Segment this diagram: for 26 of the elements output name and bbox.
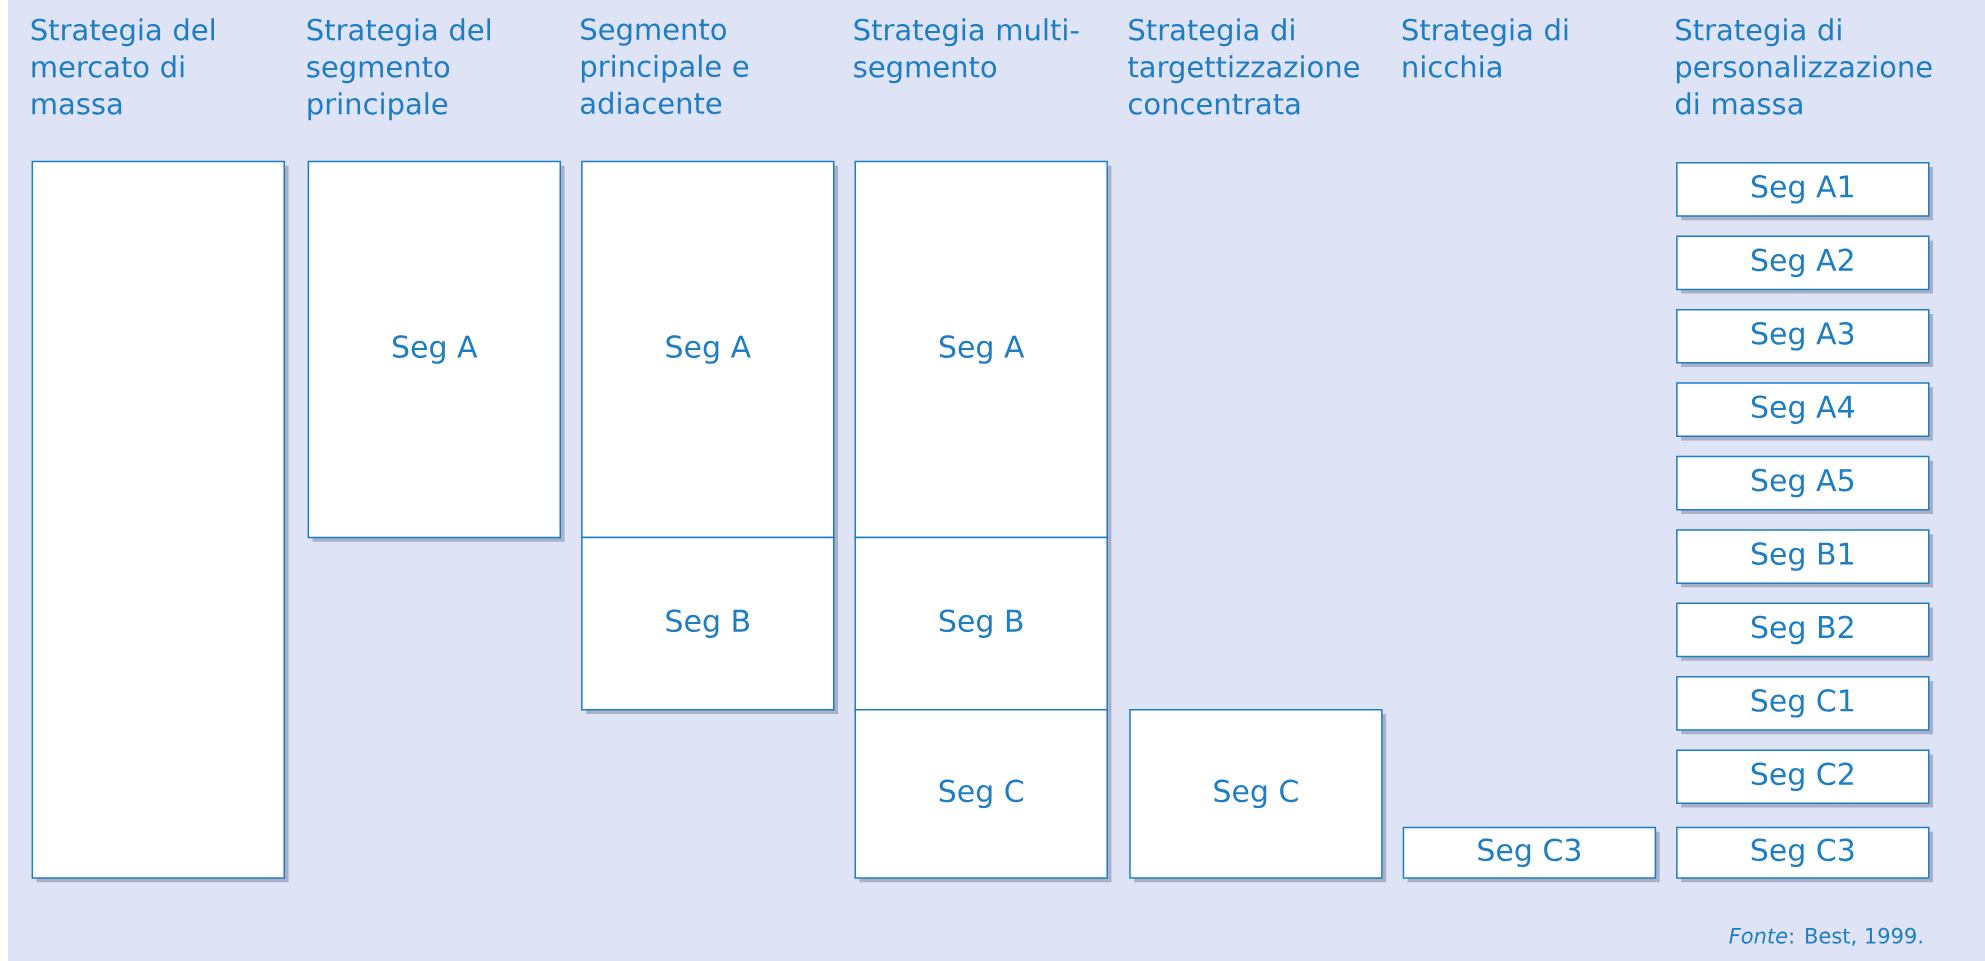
segment-box: Seg A1 [1676, 162, 1934, 221]
segment-box: Seg C3 [1676, 826, 1934, 883]
column-heading: Segmento principale e adiacente [581, 18, 749, 115]
source-note: Fonte: Best, 1999. [1729, 927, 1922, 946]
segment-box: Seg B1 [1676, 529, 1934, 588]
column-heading: Strategia di targettizzazione concentrata [1128, 18, 1359, 115]
segment-box: Seg C [1129, 708, 1387, 883]
column-heading: Strategia di nicchia [1402, 18, 1568, 78]
segment-box: Seg B [581, 536, 838, 714]
segment-box: Seg A [307, 160, 565, 542]
segment-box: Seg C1 [1676, 676, 1934, 735]
column-heading: Strategia del segmento principale [307, 18, 490, 121]
segment-box: Seg C [854, 708, 1112, 883]
segment-box: Seg A3 [1676, 308, 1934, 368]
segment-box: Seg A [854, 160, 1112, 542]
segment-box: Seg B2 [1676, 602, 1934, 661]
market-box [31, 160, 289, 883]
segment-box: Seg A2 [1676, 235, 1934, 294]
column-heading: Strategia multi- segmento [854, 18, 1079, 84]
column-heading: Strategia del mercato di massa [31, 18, 214, 115]
segment-box: Seg C3 [1402, 826, 1660, 883]
segment-box: Seg C2 [1676, 749, 1934, 808]
segment-box: Seg B [854, 536, 1112, 714]
segment-box: Seg A5 [1676, 455, 1934, 514]
column-heading: Strategia di personalizzazione di massa [1675, 18, 1932, 115]
segment-box: Seg A4 [1676, 382, 1934, 441]
